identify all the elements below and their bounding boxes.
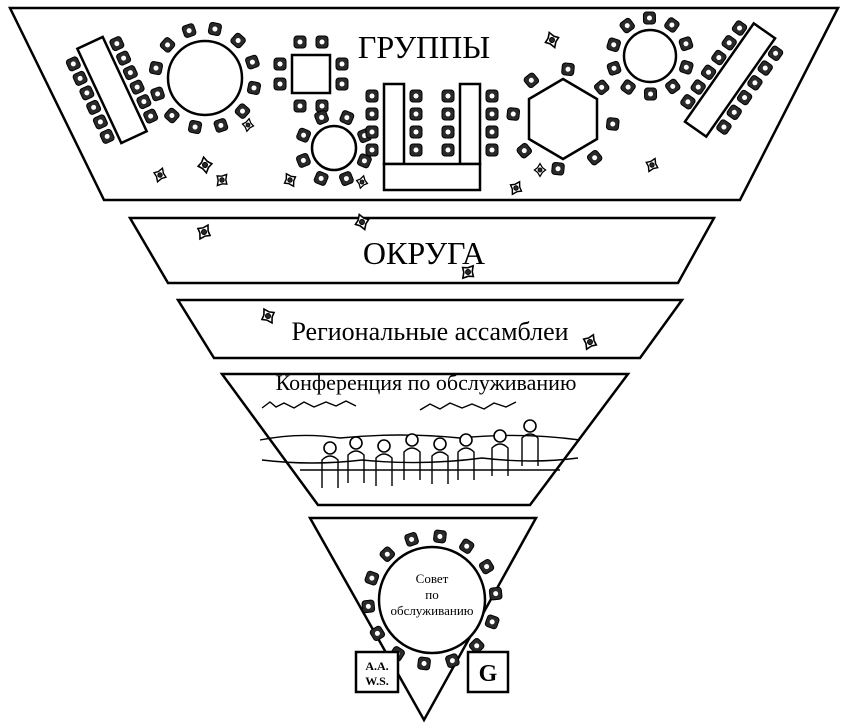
chair-icon <box>316 100 328 112</box>
chair-icon <box>149 61 163 75</box>
chair-icon <box>410 90 422 102</box>
aaws-logo-line2: W.S. <box>365 674 389 688</box>
chair-icon <box>433 530 446 543</box>
aaws-logo-line1: A.A. <box>365 659 388 673</box>
chair-icon <box>316 36 328 48</box>
council-label-line3: обслуживанию <box>390 603 473 618</box>
tier-districts: ОКРУГА <box>130 212 714 283</box>
chair-icon <box>561 63 574 76</box>
council-label-line2: по <box>425 587 438 602</box>
grapevine-logo-letter: G <box>479 661 498 687</box>
chair-icon <box>336 78 348 90</box>
chair-icon <box>366 90 378 102</box>
chair-icon <box>489 587 502 600</box>
tier-regional: Региональные ассамблеи <box>178 300 682 358</box>
chair-icon <box>188 120 202 134</box>
chair-icon <box>644 88 656 100</box>
chair-icon <box>442 90 454 102</box>
chair-icon <box>410 126 422 138</box>
chair-icon <box>484 614 499 629</box>
tier-groups-label: ГРУППЫ <box>358 29 490 65</box>
chair-icon <box>294 100 306 112</box>
chair-icon <box>442 144 454 156</box>
tier-conference: Конференция по обслуживанию <box>222 370 628 505</box>
tier-regional-label: Региональные ассамблеи <box>291 317 568 346</box>
chair-icon <box>274 78 286 90</box>
chair-icon <box>486 90 498 102</box>
chair-icon <box>208 22 222 36</box>
tier-districts-label: ОКРУГА <box>363 235 485 271</box>
chair-icon <box>366 144 378 156</box>
chair-icon <box>643 12 655 24</box>
chair-icon <box>606 117 619 130</box>
chair-icon <box>551 162 564 175</box>
aaws-logo: A.A. W.S. <box>356 652 398 692</box>
chair-icon <box>366 126 378 138</box>
chair-icon <box>410 144 422 156</box>
square-table <box>292 55 330 93</box>
chair-icon <box>486 108 498 120</box>
tier-groups: ГРУППЫ <box>10 8 838 200</box>
chair-icon <box>366 108 378 120</box>
round-table-right <box>624 30 676 82</box>
round-table-large <box>168 41 242 115</box>
chair-icon <box>294 36 306 48</box>
chair-icon <box>486 126 498 138</box>
chair-icon <box>486 144 498 156</box>
tier-conference-label: Конференция по обслуживанию <box>276 370 577 395</box>
chair-icon <box>247 81 261 95</box>
chair-icon <box>274 58 286 70</box>
chair-icon <box>336 58 348 70</box>
chair-icon <box>442 126 454 138</box>
grapevine-logo: G <box>468 652 508 692</box>
chair-icon <box>507 107 520 120</box>
chair-icon <box>442 108 454 120</box>
chair-icon <box>362 600 375 613</box>
chair-icon <box>417 657 430 670</box>
council-label-line1: Совет <box>416 571 449 586</box>
chair-icon <box>410 108 422 120</box>
round-table-small <box>312 126 356 170</box>
